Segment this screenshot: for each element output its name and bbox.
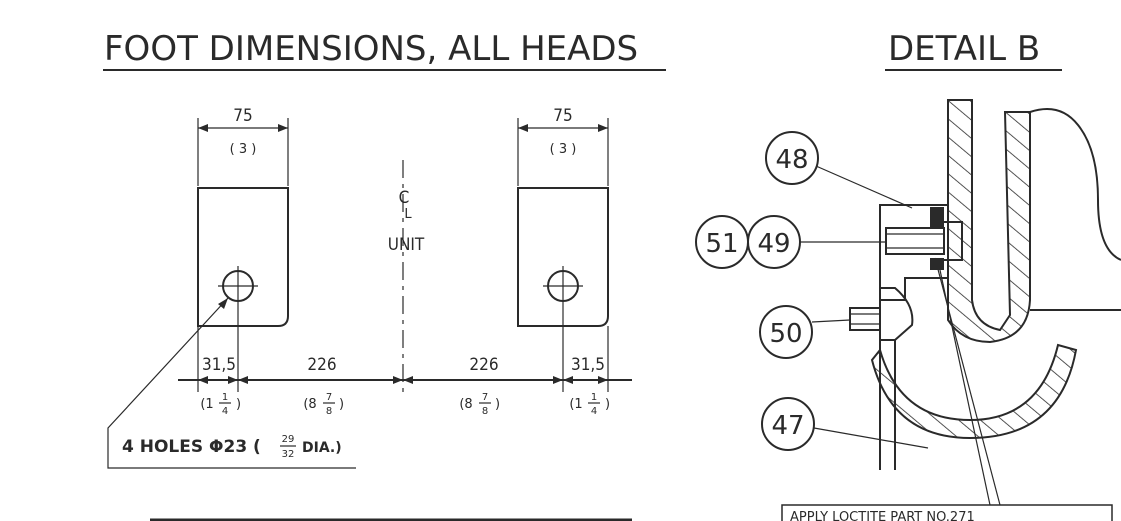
balloon-50-label: 50 xyxy=(769,319,802,349)
dim-226-right-frac-den: 8 xyxy=(482,406,488,417)
bolt-50-bracket xyxy=(849,287,914,470)
paren-close: ) xyxy=(339,397,344,412)
balloon-47-label: 47 xyxy=(771,411,804,441)
dim-31-5-left-frac-num: 1 xyxy=(222,392,228,403)
right-top-dim-mm: 75 xyxy=(553,106,572,126)
balloon-47 xyxy=(761,397,929,451)
paren-close: ) xyxy=(236,397,241,412)
dim-31-5-right-frac-den: 4 xyxy=(591,406,597,417)
dim-31-5-right-frac-num: 1 xyxy=(591,392,597,403)
curved-trough xyxy=(870,343,1078,440)
housing-wall xyxy=(947,99,1121,344)
dim-226-left-frac-den: 8 xyxy=(326,406,332,417)
centerline-symbol: C xyxy=(399,188,410,208)
left-top-dim-in: ( 3 ) xyxy=(230,142,257,157)
dim-31-5-left-frac-den: 4 xyxy=(222,406,228,417)
paren-close: ) xyxy=(495,397,500,412)
left-top-dimension xyxy=(197,118,289,186)
dim-226-left-in: (8 xyxy=(303,397,316,412)
balloon-48 xyxy=(765,131,913,209)
holes-note-suffix: DIA.) xyxy=(302,440,342,456)
loctite-note-text: APPLY LOCTITE PART NO.271 xyxy=(790,510,975,521)
balloon-51-label: 51 xyxy=(705,229,738,259)
left-top-dim-mm: 75 xyxy=(233,106,252,126)
loctite-note-box xyxy=(781,504,1113,521)
right-top-dimension xyxy=(517,118,609,186)
right-top-dim-in: ( 3 ) xyxy=(550,142,577,157)
dim-31-5-right-in: (1 xyxy=(569,397,582,412)
dim-226-left-mm: 226 xyxy=(307,355,336,375)
dim-226-right-frac-num: 7 xyxy=(482,392,488,403)
balloon-49-label: 49 xyxy=(757,229,790,259)
left-foot xyxy=(197,187,289,327)
title-detail-b: DETAIL B xyxy=(888,29,1040,69)
bottom-dimension-chain xyxy=(178,306,632,392)
title-foot-dimensions: FOOT DIMENSIONS, ALL HEADS xyxy=(104,29,638,69)
dim-31-5-right-mm: 31,5 xyxy=(571,355,605,375)
holes-leader xyxy=(107,297,356,469)
paren-close: ) xyxy=(605,397,610,412)
balloon-50 xyxy=(759,305,851,359)
dim-226-right-in: (8 xyxy=(459,397,472,412)
centerline-unit-label: UNIT xyxy=(388,235,425,255)
holes-note-frac-den: 32 xyxy=(282,449,295,460)
dim-226-right-mm: 226 xyxy=(469,355,498,375)
bolt-49 xyxy=(885,221,963,261)
centerline-symbol-sub: L xyxy=(404,207,412,222)
loctite-leaders xyxy=(934,257,1001,506)
balloon-48-label: 48 xyxy=(775,145,808,175)
balloon-49 xyxy=(747,215,886,269)
holes-note-frac-num: 29 xyxy=(282,434,295,445)
dim-31-5-left-in: (1 xyxy=(200,397,213,412)
dim-226-left-frac-num: 7 xyxy=(326,392,332,403)
dim-31-5-left-mm: 31,5 xyxy=(202,355,236,375)
holes-note: 4 HOLES Φ23 ( xyxy=(122,437,261,457)
right-foot xyxy=(517,187,609,327)
